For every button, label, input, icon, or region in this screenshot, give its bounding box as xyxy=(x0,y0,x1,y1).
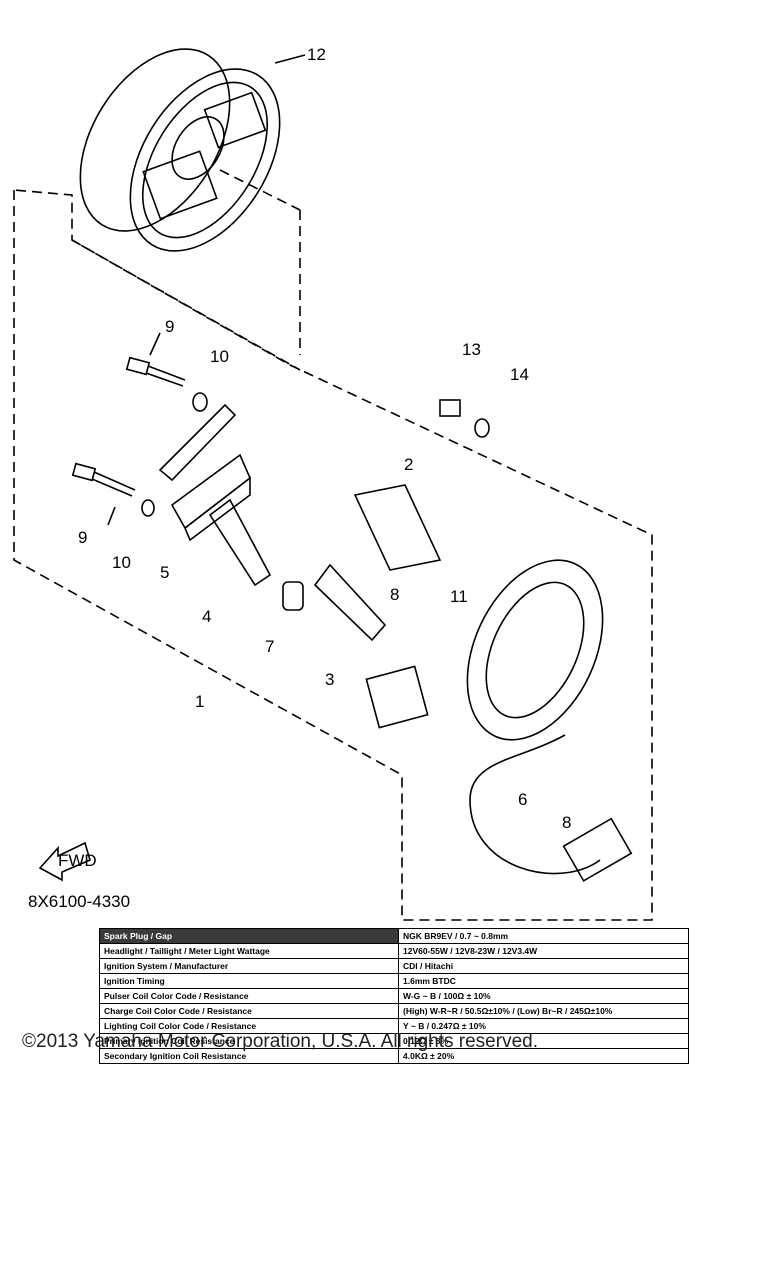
spec-value: NGK BR9EV / 0.7 ~ 0.8mm xyxy=(398,928,689,944)
spec-label: Ignition System / Manufacturer xyxy=(99,958,399,974)
spec-label: Ignition Timing xyxy=(99,973,399,989)
callout-8-upper: 8 xyxy=(390,585,399,604)
spec-value: 1.6mm BTDC xyxy=(398,973,689,989)
callout-9-lower: 9 xyxy=(78,528,87,547)
spec-value: W-G ~ B / 100Ω ± 10% xyxy=(398,988,689,1004)
callout-5: 5 xyxy=(160,563,169,582)
regulator xyxy=(353,484,442,571)
spec-label: Charge Coil Color Code / Resistance xyxy=(99,1003,399,1019)
spec-row: Pulser Coil Color Code / Resistance W-G … xyxy=(99,988,689,1004)
callout-11: 11 xyxy=(450,587,468,606)
cdi-unit xyxy=(170,453,251,542)
spec-row: Secondary Ignition Coil Resistance 4.0KΩ… xyxy=(99,1048,689,1064)
resistor-cap xyxy=(282,581,304,611)
spec-label: Spark Plug / Gap xyxy=(99,928,399,944)
bolt-9-upper xyxy=(125,356,186,387)
spec-label: Headlight / Taillight / Meter Light Watt… xyxy=(99,943,399,959)
callout-9-upper: 9 xyxy=(165,317,174,336)
spec-row: Headlight / Taillight / Meter Light Watt… xyxy=(99,943,689,959)
spec-row: Ignition Timing 1.6mm BTDC xyxy=(99,973,689,989)
callout-1: 1 xyxy=(195,692,204,711)
wiring-harness xyxy=(469,734,601,875)
part-code: 8X6100-4330 xyxy=(28,892,131,911)
forward-arrow-icon xyxy=(38,841,91,882)
washer-10-lower xyxy=(141,499,155,517)
spec-value: (High) W-R~R / 50.5Ω±10% / (Low) Br~R / … xyxy=(398,1003,689,1019)
fwd-label: FWD xyxy=(58,851,97,870)
callout-3: 3 xyxy=(325,670,334,689)
bolt-13 xyxy=(439,399,461,417)
callout-6: 6 xyxy=(518,790,527,809)
bolt-9-lower xyxy=(71,462,136,497)
callout-4: 4 xyxy=(202,607,211,626)
washer-10-upper xyxy=(192,392,208,412)
flywheel-rotor xyxy=(79,48,281,252)
washer-14 xyxy=(474,418,490,438)
spec-row: Charge Coil Color Code / Resistance (Hig… xyxy=(99,1003,689,1019)
spec-row: Ignition System / Manufacturer CDI / Hit… xyxy=(99,958,689,974)
callout-2: 2 xyxy=(404,455,413,474)
spec-table: Spark Plug / Gap NGK BR9EV / 0.7 ~ 0.8mm… xyxy=(99,928,689,1064)
ignition-coil xyxy=(208,498,272,587)
spec-value: 4.0KΩ ± 20% xyxy=(398,1048,689,1064)
spec-row: Spark Plug / Gap NGK BR9EV / 0.7 ~ 0.8mm xyxy=(99,928,689,944)
callout-8-lower: 8 xyxy=(562,813,571,832)
callout-12: 12 xyxy=(307,45,326,64)
stator-base xyxy=(365,559,604,741)
spec-value: 12V60-55W / 12V8-23W / 12V3.4W xyxy=(398,943,689,959)
copyright-notice: ©2013 Yamaha Motor Corporation, U.S.A. A… xyxy=(22,1031,538,1052)
spec-value: CDI / Hitachi xyxy=(398,958,689,974)
assembly-outline xyxy=(13,189,653,921)
callout-7: 7 xyxy=(265,637,274,656)
exploded-parts-diagram: FWD 1 2 3 4 5 6 7 8 8 9 9 10 10 11 12 13… xyxy=(13,45,653,921)
rectifier xyxy=(313,563,387,642)
spec-label: Secondary Ignition Coil Resistance xyxy=(99,1048,399,1064)
bracket-plate xyxy=(158,403,237,482)
callout-14: 14 xyxy=(510,365,529,384)
spec-label: Pulser Coil Color Code / Resistance xyxy=(99,988,399,1004)
callout-13: 13 xyxy=(462,340,481,359)
callout-10-upper: 10 xyxy=(210,347,229,366)
callout-10-lower: 10 xyxy=(112,553,131,572)
connector xyxy=(562,817,633,882)
